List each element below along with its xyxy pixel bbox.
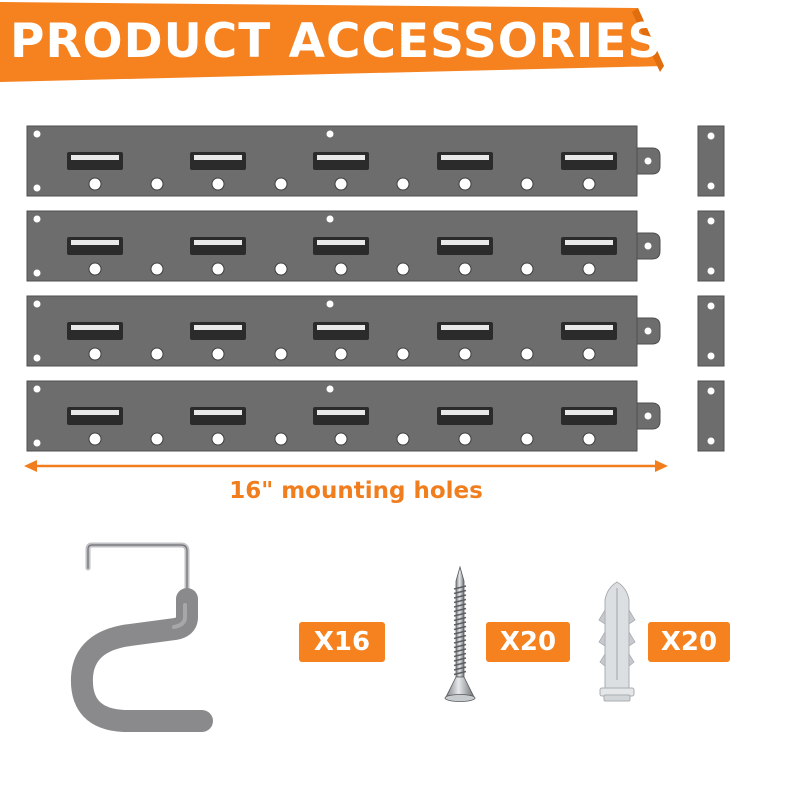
rail-hole — [396, 347, 410, 361]
rail-hole — [396, 177, 410, 191]
rail-slot — [190, 152, 246, 170]
rail-hole — [334, 432, 348, 446]
rail-slot — [67, 407, 123, 425]
rail-slot — [190, 237, 246, 255]
end-bracket — [697, 380, 725, 452]
rail-slot — [190, 407, 246, 425]
rail-hole — [211, 262, 225, 276]
rail-slot — [561, 152, 617, 170]
measurement-label: 16" mounting holes — [229, 478, 483, 504]
rail-slot — [67, 237, 123, 255]
rail-hole — [458, 177, 472, 191]
rail-hole — [582, 262, 596, 276]
rail-hole — [458, 262, 472, 276]
rail-slot — [313, 407, 369, 425]
rail-hole — [274, 432, 288, 446]
page-title: PRODUCT ACCESSORIES — [10, 14, 663, 69]
rail-slot — [437, 152, 493, 170]
rail-slot — [67, 322, 123, 340]
rail — [26, 125, 661, 197]
measurement-arrow — [24, 460, 668, 472]
screw-icon — [444, 565, 476, 702]
rail-hole — [274, 177, 288, 191]
rail-set — [26, 125, 725, 452]
rail-hole — [334, 177, 348, 191]
rail — [26, 295, 661, 367]
rail-hole — [458, 347, 472, 361]
rail-slot — [313, 152, 369, 170]
rail-slot — [313, 322, 369, 340]
rail-hole — [582, 177, 596, 191]
rail-hole — [150, 262, 164, 276]
rail-hole — [88, 262, 102, 276]
end-bracket — [697, 210, 725, 282]
title-banner: PRODUCT ACCESSORIES — [0, 0, 800, 90]
rail-hole — [88, 347, 102, 361]
rail-hole — [582, 347, 596, 361]
rail-slot — [561, 322, 617, 340]
rail-hole — [334, 262, 348, 276]
end-bracket — [697, 295, 725, 367]
rail-slot — [190, 322, 246, 340]
rail-hole — [396, 262, 410, 276]
rail — [26, 210, 661, 282]
wall-anchor-icon — [598, 581, 636, 702]
rail-hole — [211, 177, 225, 191]
rail-hole — [88, 177, 102, 191]
rail-hole — [150, 347, 164, 361]
rail-hole — [396, 432, 410, 446]
rail-hole — [150, 432, 164, 446]
rail-hole — [274, 262, 288, 276]
rail-hole — [520, 347, 534, 361]
rail-hole — [520, 432, 534, 446]
rail-slot — [561, 407, 617, 425]
rail-slot — [437, 407, 493, 425]
rail-hole — [334, 347, 348, 361]
hook-quantity-badge: X16 — [299, 622, 385, 662]
rail-slot — [561, 237, 617, 255]
title-banner-shape — [0, 2, 664, 82]
rail-hole — [150, 177, 164, 191]
rail-hole — [211, 432, 225, 446]
rail-slot — [437, 322, 493, 340]
hook-icon — [70, 542, 213, 732]
end-bracket — [697, 125, 725, 197]
rail — [26, 380, 661, 452]
rail-slot — [313, 237, 369, 255]
rail-hole — [211, 347, 225, 361]
rail-hole — [520, 262, 534, 276]
rail-hole — [520, 177, 534, 191]
rail-hole — [582, 432, 596, 446]
rail-slot — [67, 152, 123, 170]
rail-hole — [88, 432, 102, 446]
rail-hole — [458, 432, 472, 446]
screw-quantity-badge: X20 — [486, 622, 570, 662]
anchor-quantity-badge: X20 — [648, 622, 730, 662]
rail-slot — [437, 237, 493, 255]
rail-hole — [274, 347, 288, 361]
